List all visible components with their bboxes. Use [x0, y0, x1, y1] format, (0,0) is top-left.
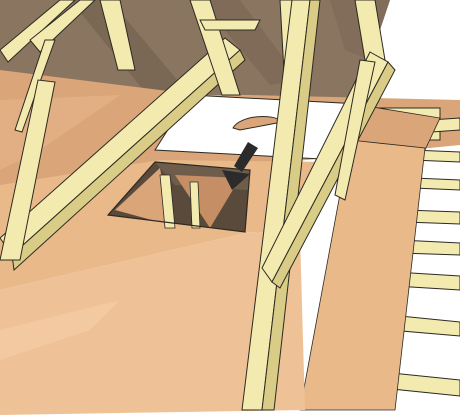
framing-svg	[0, 0, 460, 415]
attic-framing-illustration	[0, 0, 460, 415]
